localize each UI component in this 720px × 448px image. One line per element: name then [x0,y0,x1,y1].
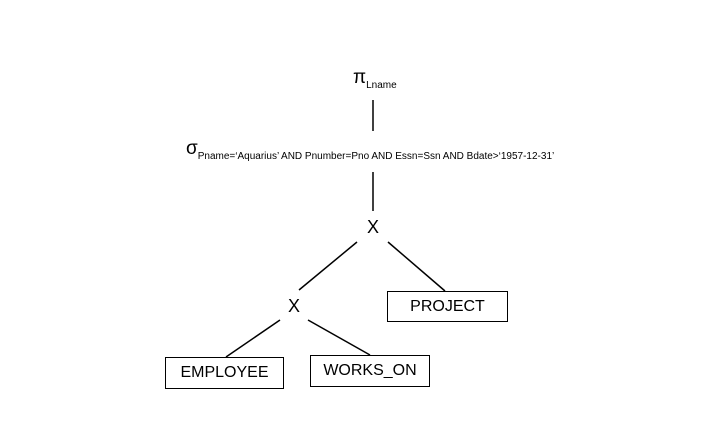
edge-bottom-product-right [307,319,371,356]
relation-project-label: PROJECT [410,297,485,315]
edge-top-product-left [298,241,358,291]
projection-operator: πLname [353,67,397,91]
relation-project: PROJECT [387,291,508,322]
relation-works-on: WORKS_ON [310,355,430,387]
projection-symbol: π [353,67,367,88]
selection-operator: σPname=‘Aquarius’ AND Pnumber=Pno AND Es… [186,138,554,162]
cartesian-product-bottom: X [287,296,300,316]
edge-top-product-right [387,241,446,292]
selection-condition: Pname=‘Aquarius’ AND Pnumber=Pno AND Ess… [197,151,555,162]
edge-bottom-product-left [225,319,281,358]
projection-attributes: Lname [366,80,397,91]
relation-employee: EMPLOYEE [165,357,284,389]
selection-symbol: σ [186,138,198,159]
relation-employee-label: EMPLOYEE [180,364,269,381]
cartesian-product-top: X [366,217,379,237]
relation-works-on-label: WORKS_ON [323,362,417,379]
